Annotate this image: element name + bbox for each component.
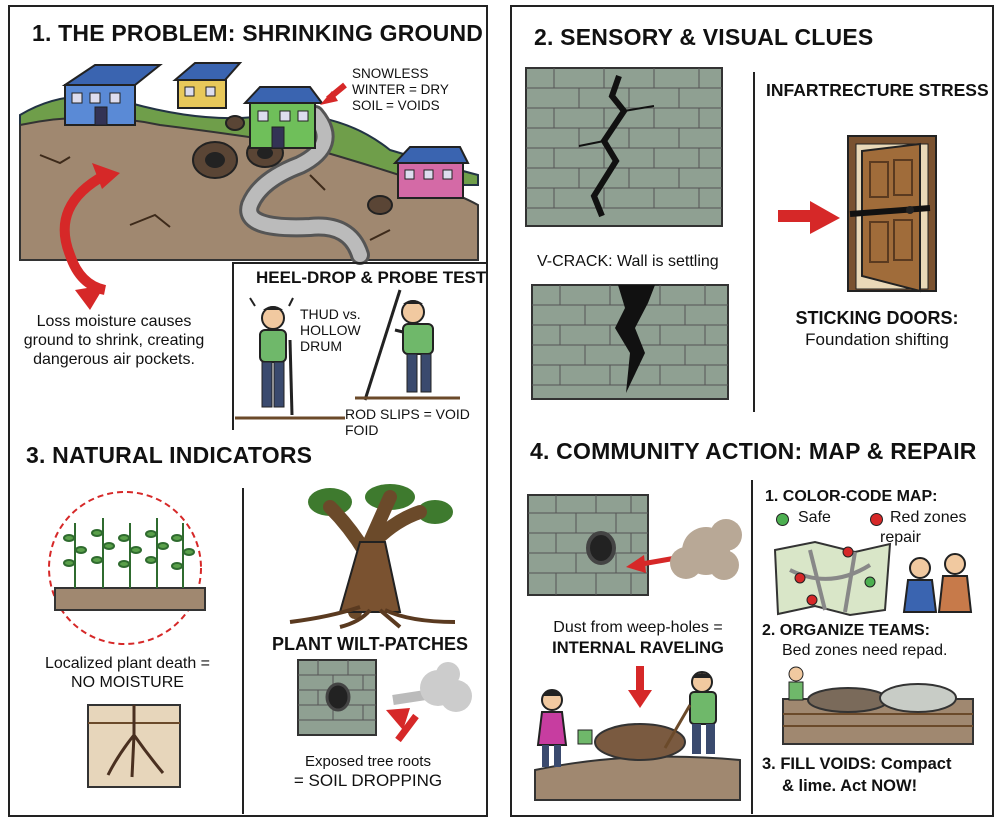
step2-subtitle: Bed zones need repad. [782, 642, 948, 659]
map-pin-red [842, 546, 854, 558]
panel2-title: 2. SENSORY & VISUAL CLUES [534, 24, 874, 50]
soil-crack [39, 154, 391, 241]
panel2-divider [753, 72, 755, 412]
hillside-illustration [19, 62, 479, 295]
blue-house [61, 64, 163, 126]
tree-illustration [289, 484, 456, 629]
snowless-note: SNOWLESS WINTER = DRY SOIL = VOIDS [352, 66, 449, 113]
shrink-arrow-head [75, 285, 105, 310]
plant-caption: Localized plant death = NO MOISTURE [44, 655, 210, 691]
legend-safe-dot [776, 513, 789, 526]
panel4-divider [751, 480, 753, 814]
person-probe [363, 289, 434, 401]
problem-caption: Loss moisture causes ground to shrink, c… [23, 313, 205, 368]
step3-title: 3. FILL VOIDS: Compact [762, 755, 952, 773]
map-pin-red [794, 572, 806, 584]
pink-house [392, 146, 470, 199]
roots-caption-2: = SOIL DROPPING [293, 771, 443, 790]
repair-crew-illustration [534, 666, 741, 801]
person-heel-drop [249, 297, 294, 416]
yellow-house [172, 62, 243, 109]
green-house [242, 86, 324, 149]
dust-caption-1: Dust from weep-holes = [553, 619, 723, 636]
step2-title: 2. ORGANIZE TEAMS: [762, 622, 931, 639]
shrink-arrow [59, 170, 108, 295]
heel-drop-box [232, 262, 488, 430]
plant-bed-illustration [48, 491, 206, 645]
legend-red-label: Red zones [890, 509, 967, 526]
v-crack-wall-illustration [531, 284, 729, 400]
doors-subtitle: Foundation shifting [805, 330, 949, 349]
panel3-divider [242, 488, 244, 814]
wilt-title: PLANT WILT-PATCHES [272, 634, 468, 654]
vcrack-caption: V-CRACK: Wall is settling [537, 253, 719, 270]
step1-title: 1. COLOR-CODE MAP: [765, 488, 938, 505]
map-pin-green [864, 576, 876, 588]
void-hole [367, 195, 393, 215]
panel4-title: 4. COMMUNITY ACTION: MAP & REPAIR [530, 438, 977, 464]
legend-red-label-2: repair [880, 529, 921, 546]
panel1-title: 1. THE PROBLEM: SHRINKING GROUND [32, 20, 484, 46]
legend-red-dot [870, 513, 883, 526]
v-crack-line [615, 285, 655, 393]
fill-void-illustration [782, 666, 974, 745]
map-pin-red [806, 594, 818, 606]
legend-safe-label: Safe [798, 509, 831, 526]
void-hole [225, 115, 245, 131]
rod-label: ROD SLIPS = VOID FOID [345, 406, 470, 438]
map-illustration [773, 540, 973, 617]
plant-row [63, 518, 195, 588]
infra-title: INFARTRECTURE STRESS [766, 80, 989, 100]
roots-illustration [87, 704, 181, 788]
cracked-wall-illustration [525, 67, 723, 227]
door-illustration [778, 135, 937, 293]
thud-label: THUD vs. HOLLOW DRUM [300, 306, 361, 354]
heel-drop-illustration [235, 289, 460, 420]
step3-subtitle: & lime. Act NOW! [782, 777, 918, 795]
dust-caption-2: INTERNAL RAVELING [552, 639, 724, 657]
roots-caption-1: Exposed tree roots [305, 753, 431, 770]
heel-drop-title: HEEL-DROP & PROBE TEST [256, 268, 487, 287]
doors-title: STICKING DOORS: [795, 308, 959, 328]
weep-hole-illustration [527, 494, 742, 596]
weep-hole-small-illustration [297, 659, 472, 743]
panel3-title: 3. NATURAL INDICATORS [26, 442, 313, 468]
